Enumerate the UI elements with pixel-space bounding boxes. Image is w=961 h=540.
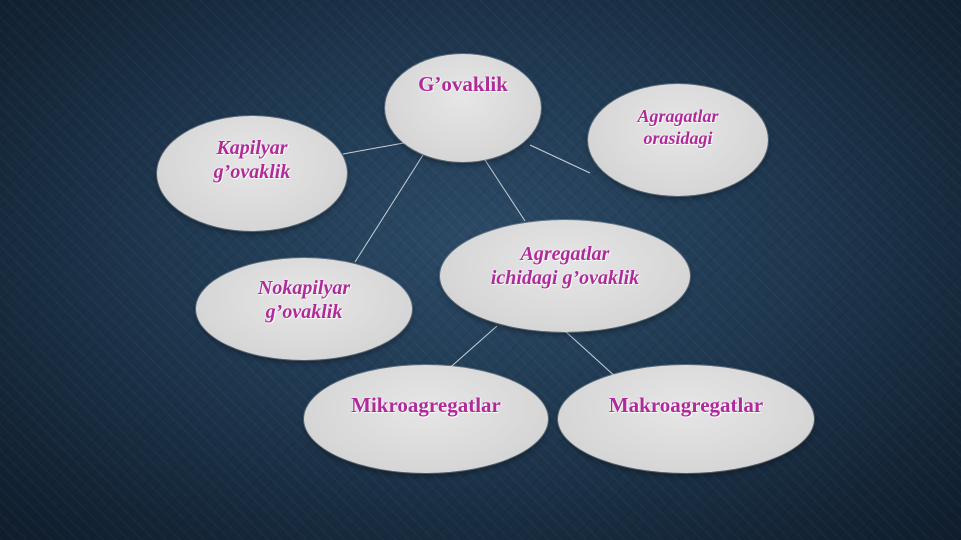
- connector-govaklik-agregatlar-ichidagi: [484, 159, 526, 222]
- connector-govaklik-agragatlar-orasidagi: [529, 144, 591, 174]
- node-kapilyar-govaklik: Kapilyar g’ovaklik: [157, 116, 347, 231]
- node-label: Kapilyar g’ovaklik: [213, 137, 291, 183]
- connector-agregatlar-ichidagi-makro: [564, 330, 619, 380]
- node-label: Nokapilyar g’ovaklik: [257, 277, 351, 323]
- node-makroagregatlar: Makroagregatlar: [558, 365, 814, 473]
- node-nokapilyar-govaklik: Nokapilyar g’ovaklik: [196, 258, 412, 360]
- node-label: G’ovaklik: [418, 72, 508, 96]
- node-label: Mikroagregatlar: [351, 393, 501, 417]
- node-label: Agragatlar orasidagi: [637, 106, 719, 148]
- node-mikroagregatlar: Mikroagregatlar: [304, 365, 548, 473]
- node-label: Makroagregatlar: [608, 393, 764, 417]
- node-agregatlar-ichidagi-govaklik: Agregatlar ichidagi g’ovaklik: [440, 220, 690, 332]
- connector-govaklik-nokapilyar: [354, 154, 424, 263]
- node-label: Agregatlar ichidagi g’ovaklik: [490, 243, 640, 289]
- node-agragatlar-orasidagi: Agragatlar orasidagi: [588, 84, 768, 196]
- connector-agregatlar-ichidagi-mikro: [444, 325, 498, 373]
- node-govaklik: G’ovaklik: [385, 54, 541, 162]
